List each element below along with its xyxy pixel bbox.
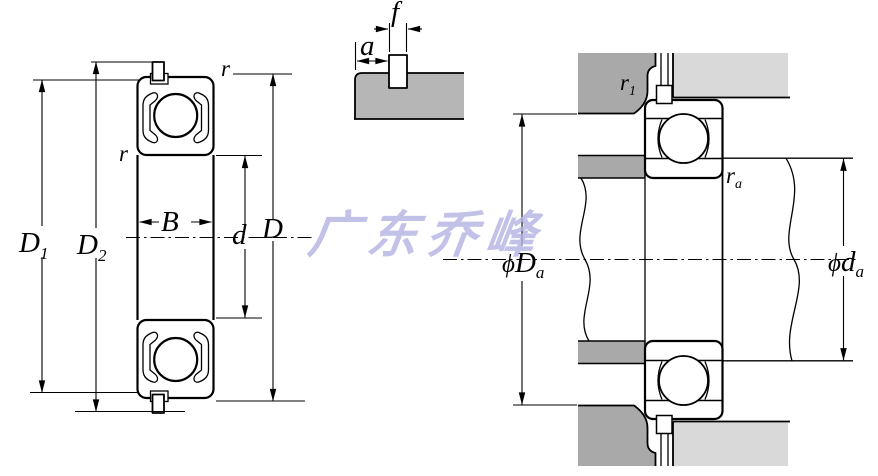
dim-groove-dia: D1: [18, 79, 140, 394]
dim-label-D: D: [261, 213, 283, 245]
dim-bore-dia: d: [216, 154, 262, 319]
dim-outer-dia: D: [216, 73, 305, 402]
dim-label-D2: D2: [76, 229, 107, 265]
ring-detail-edge: [354, 72, 464, 120]
snap-ring: [388, 54, 408, 89]
label-chamfer-outer: r: [221, 56, 231, 81]
cross-section-view: D1 D2 D d B r r: [18, 56, 314, 415]
dim-groove-width: f: [374, 0, 422, 52]
label-chamfer-inner: r: [119, 141, 129, 166]
dim-groove-offset: a: [354, 30, 388, 70]
dim-housing-abutment: ϕDa: [502, 113, 577, 406]
dim-label-B: B: [161, 206, 179, 238]
label-housing-fillet: r1: [620, 70, 636, 99]
dim-label-da: ϕda: [828, 246, 864, 281]
label-shaft-fillet: ra: [726, 163, 742, 192]
mounting-view: ϕDa ϕda r1 ra: [443, 51, 864, 468]
watermark: 广东乔峰: [305, 207, 549, 263]
dim-shaft-abutment: ϕda: [828, 158, 864, 361]
dim-label-d: d: [232, 219, 247, 251]
snap-ring-groove-detail-view: a f: [354, 0, 464, 120]
dim-label-f: f: [391, 0, 403, 28]
dim-label-a: a: [360, 30, 375, 62]
dim-snap-ring-od: D2: [75, 61, 185, 413]
dim-width: B: [139, 206, 212, 238]
dim-label-D1: D1: [18, 227, 48, 263]
ring-detail-body: [355, 73, 464, 119]
dim-label-Da: ϕDa: [502, 247, 544, 282]
